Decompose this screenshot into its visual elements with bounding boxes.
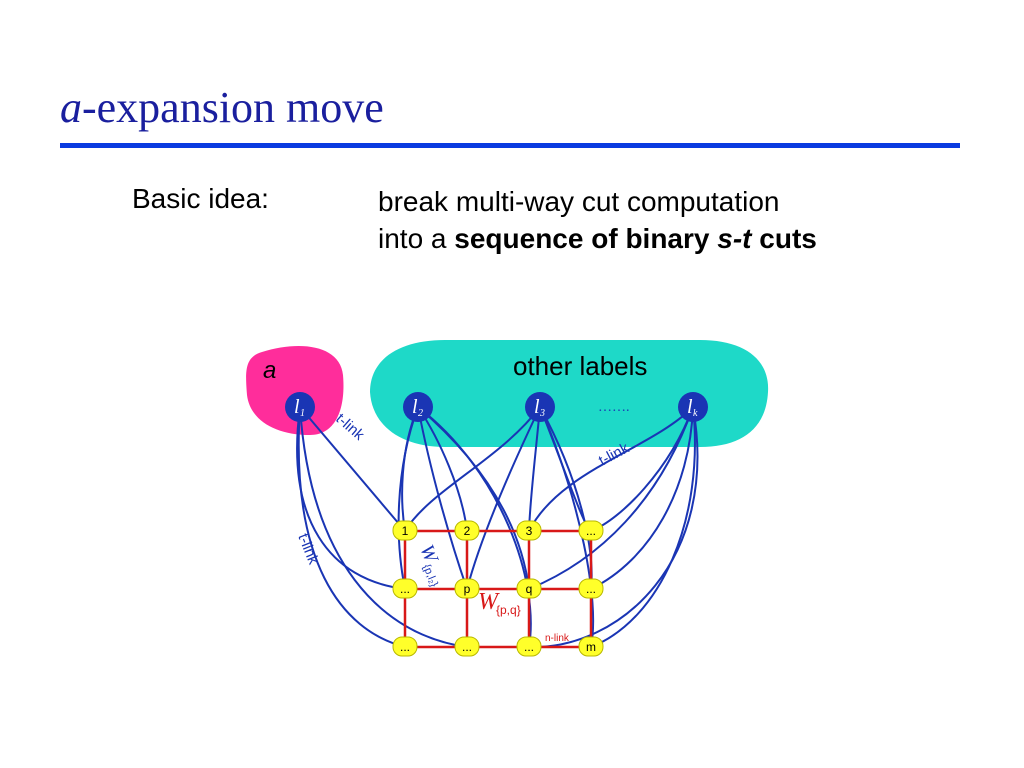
basic-idea-text: break multi-way cut computation into a s… <box>378 183 817 257</box>
label-node-l3: l 3 <box>525 392 555 422</box>
pixel-node-row2-dots-right: ... <box>578 578 604 599</box>
label-node-lk-sub: k <box>693 408 698 419</box>
n-link-label: n-link <box>545 633 570 644</box>
label-node-lk: l k <box>678 392 708 422</box>
pixel-node-1: 1 <box>392 520 418 541</box>
idea-bold-2: cuts <box>751 223 817 254</box>
svg-text:3: 3 <box>526 524 533 538</box>
weight-p-l2-sub: {p,l₂} <box>420 563 440 589</box>
pixel-node-3: 3 <box>516 520 542 541</box>
label-node-l2: l 2 <box>403 392 433 422</box>
alpha-region <box>246 345 344 435</box>
svg-text:2: 2 <box>464 524 471 538</box>
svg-text:m: m <box>586 640 596 654</box>
svg-text:q: q <box>526 582 533 596</box>
pixel-node-row2-dots-left: ... <box>392 578 418 599</box>
t-link-l3-3 <box>528 406 541 532</box>
basic-idea-label: Basic idea: <box>132 183 269 214</box>
label-node-l1-text: l <box>294 396 300 418</box>
t-link-l2-p <box>417 406 468 590</box>
idea-prefix: into a <box>378 223 455 254</box>
idea-bold-1: sequence of binary <box>454 223 718 254</box>
svg-text:...: ... <box>586 582 596 596</box>
t-link-l3-p <box>466 406 541 590</box>
label-node-l2-text: l <box>412 396 418 418</box>
pixel-node-m: m <box>578 636 604 657</box>
pixel-node-row3-dots-1: ... <box>392 636 418 657</box>
idea-line-2: into a sequence of binary s-t cuts <box>378 220 817 257</box>
svg-text:...: ... <box>400 640 410 654</box>
t-link-l1-bottom-2 <box>299 406 468 648</box>
pixel-node-q: q <box>516 578 542 599</box>
other-labels-text: other labels <box>513 351 647 381</box>
title-alpha-symbol: a <box>60 83 82 132</box>
label-node-l3-text: l <box>534 396 540 418</box>
label-node-l1-sub: 1 <box>300 408 305 419</box>
t-link-l3-m <box>539 406 595 648</box>
idea-st: s-t <box>717 223 752 254</box>
label-nodes-ellipsis: ……. <box>598 400 630 415</box>
label-nodes: l 1 l 2 l 3 ……. l k <box>285 392 708 422</box>
weight-p-q-sub: {p,q} <box>496 603 521 617</box>
idea-line-1: break multi-way cut computation <box>378 186 780 217</box>
t-link-l2-dots <box>397 406 419 590</box>
t-link-lk-dots-2 <box>590 406 694 590</box>
svg-text:...: ... <box>524 640 534 654</box>
title-underline <box>60 143 960 148</box>
svg-text:...: ... <box>586 524 596 538</box>
alpha-label: a <box>263 357 276 384</box>
svg-text:...: ... <box>400 582 410 596</box>
svg-text:p: p <box>464 582 471 596</box>
label-node-l1: l 1 <box>285 392 315 422</box>
weight-p-q: W <box>478 589 500 615</box>
t-link-l1-1 <box>299 406 406 532</box>
pixel-node-row3-dots-2: ... <box>454 636 480 657</box>
pixel-node-p: p <box>454 578 480 599</box>
t-links <box>296 406 699 649</box>
svg-text:1: 1 <box>402 524 409 538</box>
t-link-lk-bottom <box>528 406 699 649</box>
label-node-lk-text: l <box>687 396 693 418</box>
pixel-nodes: 1 2 3 ... ... p q ... ... ... ... m <box>392 520 604 657</box>
title-text: -expansion move <box>82 83 384 132</box>
t-link-l1-dots-left <box>296 406 406 590</box>
pixel-node-2: 2 <box>454 520 480 541</box>
t-link-lk-1 <box>528 406 694 532</box>
t-link-l1-bottom-1 <box>297 406 406 648</box>
t-link-l3-1 <box>404 406 541 532</box>
pixel-node-row1-dots: ... <box>578 520 604 541</box>
t-link-lk-q <box>528 406 694 590</box>
svg-text:...: ... <box>462 640 472 654</box>
pixel-node-row3-dots-3: ... <box>516 636 542 657</box>
t-link-l2-bottom <box>417 406 532 648</box>
other-labels-region <box>370 340 769 447</box>
slide-title: a-expansion move <box>60 82 384 133</box>
label-node-l2-sub: 2 <box>418 408 423 419</box>
label-node-l3-sub: 3 <box>539 408 545 419</box>
